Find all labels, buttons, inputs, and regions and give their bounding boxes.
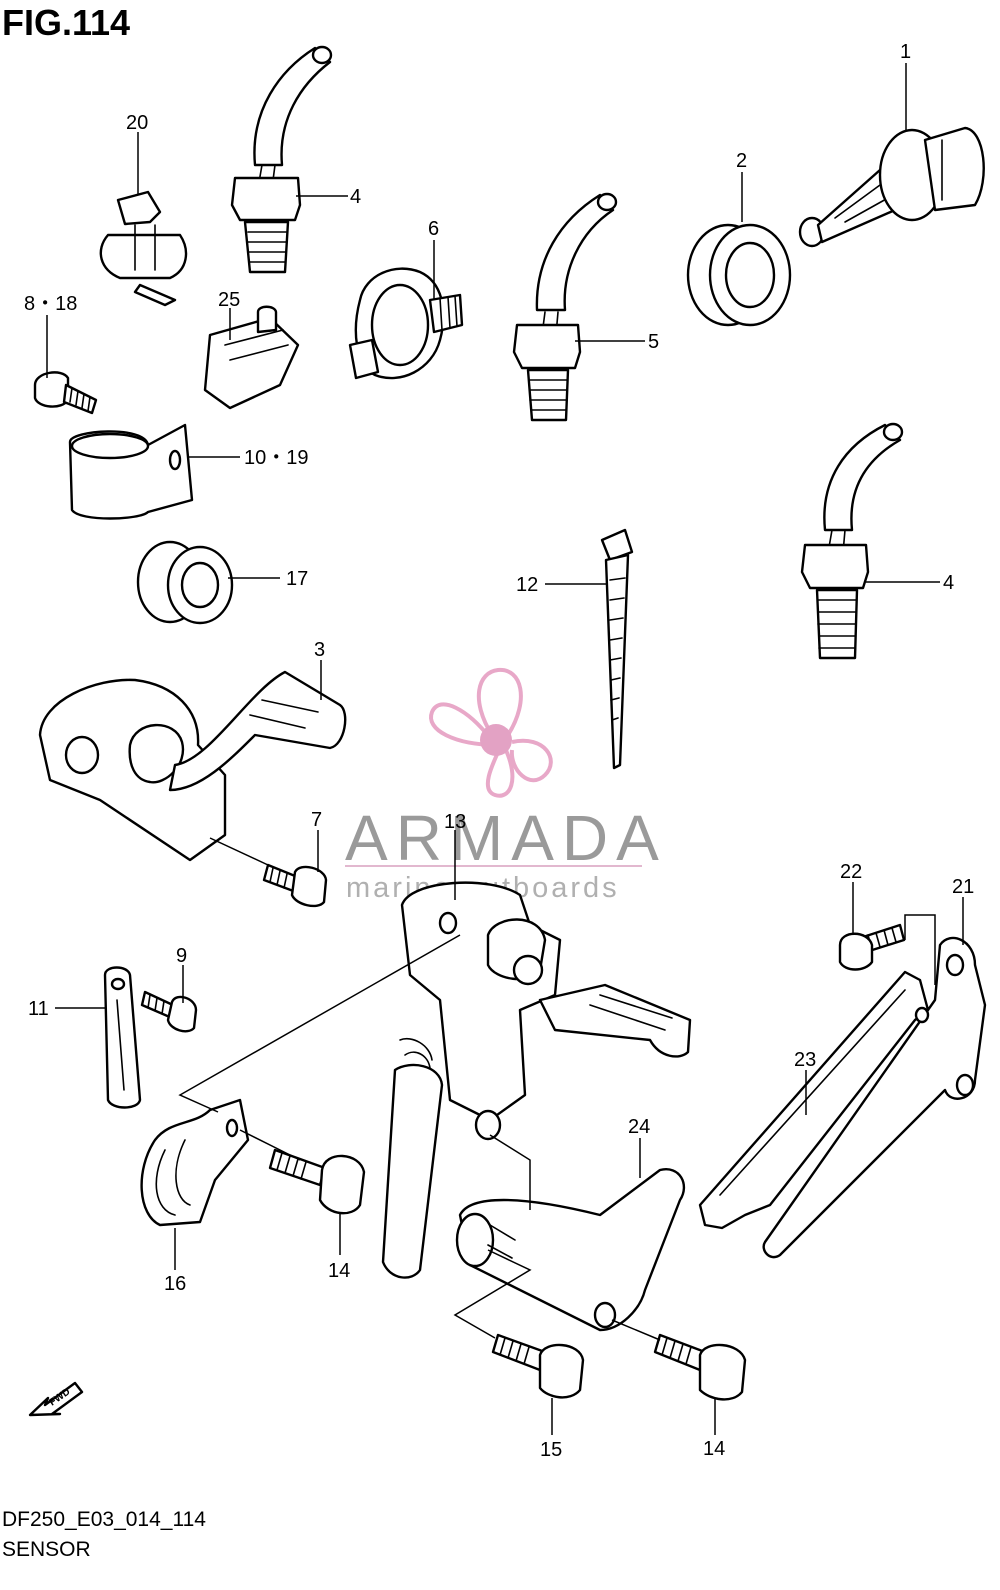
callout-11: 11 [28,998,49,1020]
callout-7: 7 [311,809,322,831]
part-clip-20 [99,190,188,307]
part-bolt-14-right [653,1333,747,1401]
part-knock-sensor-6 [348,267,464,380]
section-name: SENSOR [2,1538,91,1561]
callout-10-19: 10・19 [244,447,309,469]
part-bolt-15 [491,1333,585,1399]
part-plate-24 [455,1168,686,1332]
callout-4-top: 4 [350,186,361,208]
callout-14-left: 14 [328,1260,350,1282]
part-bolt-8-18 [33,371,98,415]
callout-2: 2 [736,150,747,172]
part-bracket-23 [698,970,930,1230]
callout-15: 15 [540,1439,562,1461]
callout-20: 20 [126,112,148,134]
callout-13: 13 [444,811,466,833]
part-clip-16 [140,1098,250,1227]
callout-labels: 1 2 3 4 4 5 6 7 8・18 9 10・19 11 12 13 14… [24,41,974,1461]
callout-leaders [46,63,964,1435]
watermark-brand: ARMADA [345,802,667,874]
fwd-arrow-icon: FWD [28,1381,84,1417]
callout-3: 3 [314,639,325,661]
callout-12: 12 [516,574,538,596]
figure-title: FIG.114 [2,2,131,43]
callout-16: 16 [164,1273,186,1295]
callout-23: 23 [794,1049,816,1071]
assembly-guides [178,837,936,1341]
propeller-hub [480,724,512,756]
part-grommet-2 [686,223,792,327]
propeller-logo [429,667,553,798]
callout-4-right: 4 [943,572,954,594]
part-sensor-4-right [800,422,904,660]
callout-8-18: 8・18 [24,293,77,315]
callout-25: 25 [218,289,240,311]
part-sensor-1 [798,126,985,248]
callout-14-right: 14 [703,1438,725,1460]
part-bolt-22 [838,923,906,971]
part-lever-3 [38,670,347,862]
callout-21: 21 [952,876,974,898]
callout-17: 17 [286,568,308,590]
part-clamp-10-19 [68,423,194,520]
part-strap-11 [103,966,142,1109]
part-grommet-17 [136,540,234,625]
part-sensor-5 [512,192,618,422]
callout-9: 9 [176,945,187,967]
part-bolt-7 [262,863,328,908]
part-clip-25 [203,305,300,410]
part-sensor-4-top [230,45,333,274]
drawing-code: DF250_E03_014_114 [2,1508,206,1531]
callout-1: 1 [900,41,911,63]
callout-6: 6 [428,218,439,240]
part-bolt-14-left [268,1148,366,1215]
part-bolt-9 [140,990,198,1033]
callout-5: 5 [648,331,659,353]
part-bracket-13 [381,881,692,1279]
callout-24: 24 [628,1116,650,1138]
part-cable-tie-12 [600,528,634,770]
callout-22: 22 [840,861,862,883]
